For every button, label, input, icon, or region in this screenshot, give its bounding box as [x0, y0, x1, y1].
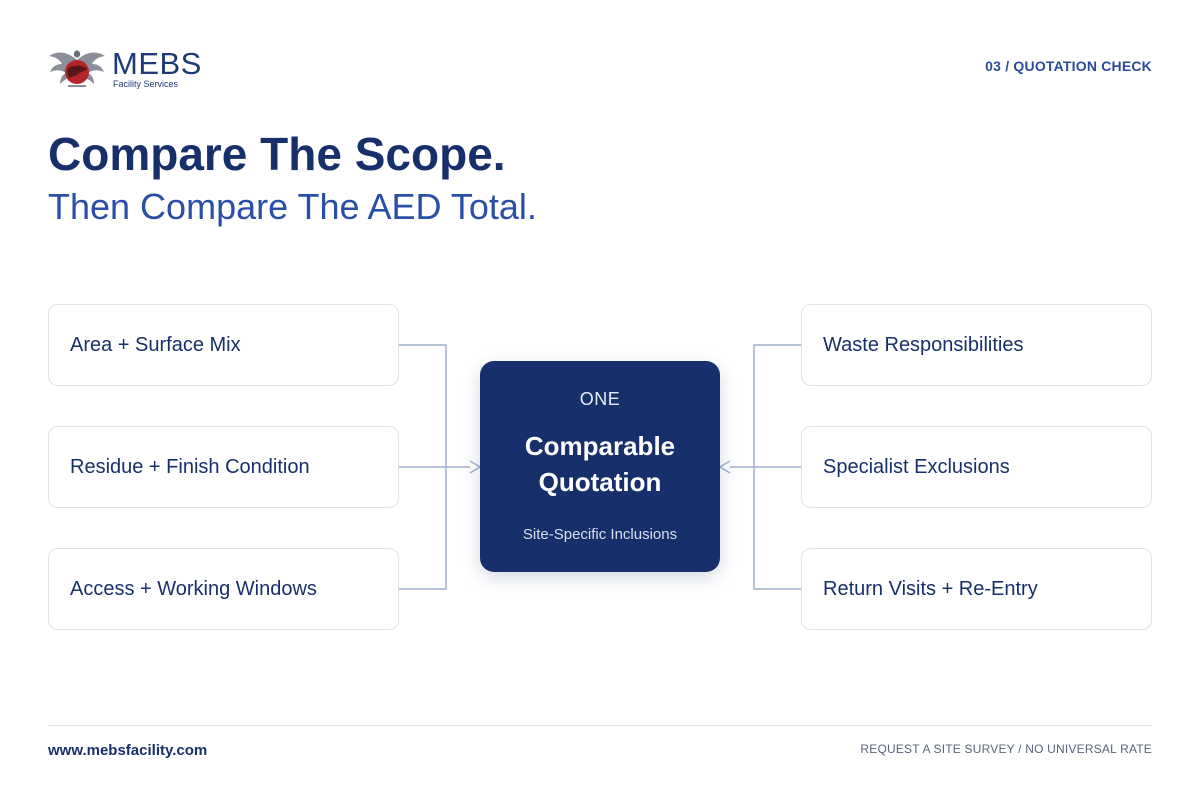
center-footnote: Site-Specific Inclusions: [522, 526, 678, 543]
footer-note: REQUEST A SITE SURVEY / NO UNIVERSAL RAT…: [860, 742, 1152, 756]
comparable-quotation-card: ONE Comparable Quotation Site-Specific I…: [480, 361, 720, 572]
eagle-globe-icon: [49, 50, 105, 87]
center-title: Comparable Quotation: [480, 428, 720, 500]
center-tag: ONE: [579, 389, 621, 409]
right-connector: [730, 344, 801, 590]
left-arrow-icon: [469, 460, 482, 474]
footer-divider: [48, 725, 1152, 726]
brand-tagline: Facility Services: [113, 79, 179, 89]
brand-name: MEBS: [112, 46, 202, 81]
page-subtitle: Then Compare The AED Total.: [48, 186, 537, 227]
center-title-line1: Comparable: [524, 431, 676, 461]
page-title: Compare The Scope.: [48, 128, 506, 180]
factor-residue-finish: Residue + Finish Condition: [48, 426, 399, 508]
left-connector: [399, 344, 470, 590]
center-title-line2: Quotation: [538, 467, 662, 497]
section-label: 03 / QUOTATION CHECK: [985, 58, 1152, 74]
factor-area-surface: Area + Surface Mix: [48, 304, 399, 386]
right-arrow-icon: [718, 460, 731, 474]
factor-return-visits: Return Visits + Re-Entry: [801, 548, 1152, 630]
brand-logo[interactable]: MEBS Facility Services: [48, 46, 218, 90]
factor-specialist-exclusions: Specialist Exclusions: [801, 426, 1152, 508]
factor-waste: Waste Responsibilities: [801, 304, 1152, 386]
footer-url-link[interactable]: www.mebsfacility.com: [48, 742, 208, 759]
factor-access-windows: Access + Working Windows: [48, 548, 399, 630]
